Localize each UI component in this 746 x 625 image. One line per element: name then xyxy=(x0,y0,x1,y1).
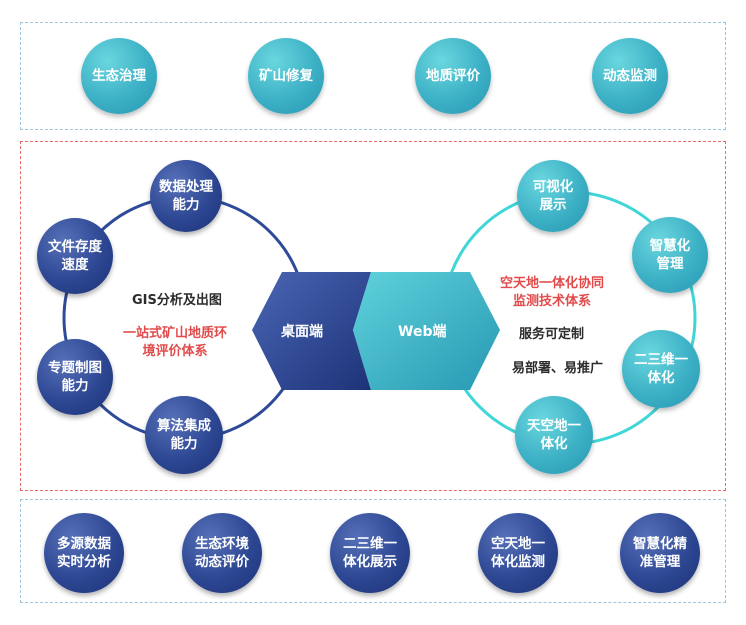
bottom-item-realtime-analysis: 多源数据 实时分析 xyxy=(44,513,124,593)
top-item-mine-restoration: 矿山修复 xyxy=(248,38,324,114)
desktop-center-red-text: 一站式矿山地质环 境评价体系 xyxy=(123,326,228,359)
desktop-center-text: GIS分析及出图 xyxy=(132,293,222,308)
web-center-text-2: 易部署、易推广 xyxy=(512,361,604,376)
bottom-item-dynamic-evaluation: 生态环境 动态评价 xyxy=(182,513,262,593)
node-smart-management: 智慧化 管理 xyxy=(632,217,708,293)
top-item-geological-evaluation: 地质评价 xyxy=(415,38,491,114)
web-center-red-text: 空天地一体化协同 监测技术体系 xyxy=(500,276,605,309)
node-algorithm-integration: 算法集成 能力 xyxy=(145,396,223,474)
node-file-storage: 文件存度 速度 xyxy=(37,218,113,294)
bottom-item-precise-management: 智慧化精 准管理 xyxy=(620,513,700,593)
web-center-text-1: 服务可定制 xyxy=(519,327,585,342)
bottom-panel xyxy=(20,499,726,603)
node-thematic-mapping: 专题制图 能力 xyxy=(37,339,113,415)
top-item-ecological-governance: 生态治理 xyxy=(81,38,157,114)
node-multi-dimension: 二三维一 体化 xyxy=(622,330,700,408)
top-item-dynamic-monitoring: 动态监测 xyxy=(592,38,668,114)
node-space-air-ground: 天空地一 体化 xyxy=(515,396,593,474)
desktop-label: 桌面端 xyxy=(281,324,323,340)
top-panel xyxy=(20,22,726,130)
bottom-item-integrated-monitoring: 空天地一 体化监测 xyxy=(478,513,558,593)
bottom-item-integrated-display: 二三维一 体化展示 xyxy=(330,513,410,593)
web-hexagon xyxy=(353,272,500,390)
desktop-hexagon xyxy=(252,272,371,390)
middle-panel xyxy=(20,141,726,491)
node-visualization: 可视化 展示 xyxy=(517,160,589,232)
web-label: Web端 xyxy=(398,324,447,340)
node-data-processing: 数据处理 能力 xyxy=(150,160,222,232)
